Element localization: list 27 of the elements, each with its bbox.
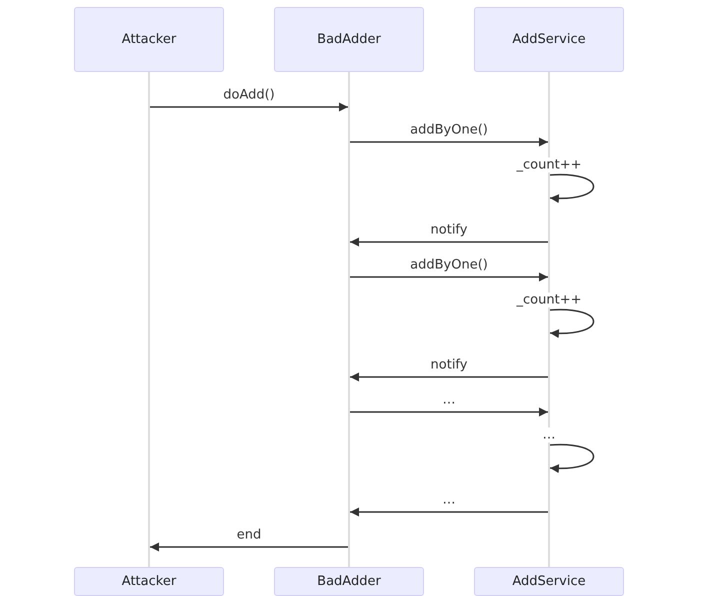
participant-box: Attacker <box>74 7 224 72</box>
participant-box: AddService <box>474 567 624 596</box>
message-arrow <box>350 372 548 382</box>
edge-label: _count++ <box>514 158 584 172</box>
message-arrow <box>350 408 548 416</box>
message-arrow <box>150 542 348 552</box>
self-message-arrow <box>550 444 594 473</box>
edge-label: doAdd() <box>221 88 277 102</box>
message-arrow <box>350 508 548 516</box>
lifeline <box>148 72 150 567</box>
message-arrow <box>350 272 548 282</box>
edge-label: notify <box>428 358 470 372</box>
edge-label: notify <box>428 222 470 238</box>
lifeline <box>348 72 350 567</box>
lifeline <box>548 72 550 567</box>
self-message-arrow <box>550 308 594 338</box>
message-arrow <box>150 102 348 112</box>
participant-box: AddService <box>474 7 624 72</box>
participant-box: BadAdder <box>274 7 424 72</box>
self-message-arrow <box>550 174 594 203</box>
edge-label: _count++ <box>514 292 584 308</box>
edge-label: addByOne() <box>408 122 490 138</box>
message-arrow <box>350 138 548 146</box>
participant-box: BadAdder <box>274 567 424 596</box>
edge-label: addByOne() <box>408 258 490 272</box>
message-arrow <box>350 238 548 246</box>
participant-box: Attacker <box>74 567 224 596</box>
